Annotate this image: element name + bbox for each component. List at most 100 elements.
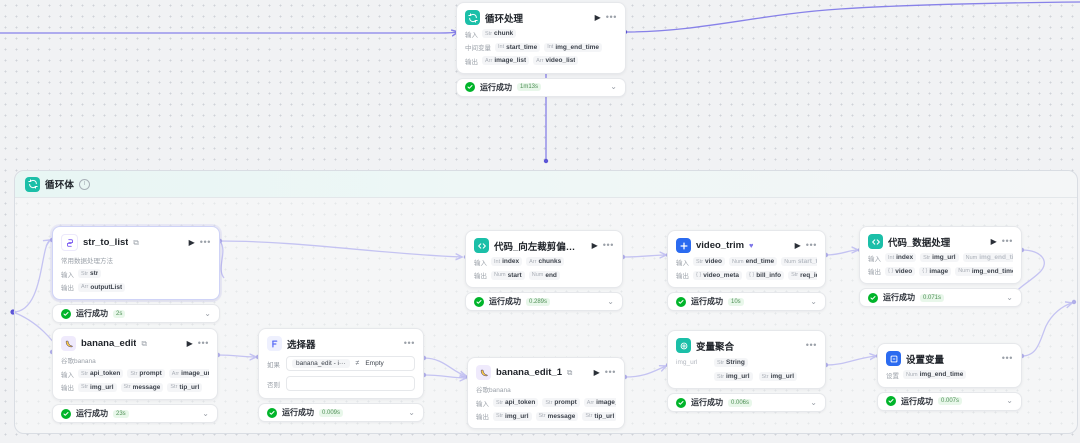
status-duration: 0.071s [920,293,945,302]
success-icon [886,396,896,406]
chevron-down-icon[interactable]: ⌄ [1006,292,1013,302]
io-label: 输出 [465,58,478,66]
chevron-down-icon[interactable]: ⌄ [607,296,614,306]
node-card[interactable]: 选择器 ••• 如果 banana_edit - i··· ≠ Empty 否则 [258,328,424,399]
play-icon[interactable]: ▶ [593,367,600,377]
if-icon [267,336,282,351]
node-status-bar[interactable]: 运行成功 2s ⌄ [52,304,220,323]
copy-icon[interactable]: ⧉ [567,367,573,377]
copy-icon[interactable]: ⧉ [133,237,139,247]
node-status-bar[interactable]: 运行成功 0.009s ⌄ [258,403,424,422]
status-duration: 0.289s [526,297,551,306]
condition-box[interactable]: banana_edit - i··· ≠ Empty [286,356,415,371]
else-label: 否则 [267,381,280,389]
more-icon[interactable]: ••• [197,338,209,348]
io-label: 输出 [474,273,487,280]
more-icon[interactable]: ••• [605,12,617,22]
more-icon[interactable]: ••• [199,237,211,247]
more-icon[interactable]: ••• [805,240,817,250]
node-status-bar[interactable]: 运行成功 10s ⌄ [667,292,826,311]
chevron-down-icon[interactable]: ⌄ [202,408,209,418]
play-icon[interactable]: ▶ [594,12,601,22]
node-header: banana_edit_1 ⧉ ▶ ••• [476,365,616,380]
chevron-down-icon[interactable]: ⌄ [204,308,211,318]
node-header: 代码_数据处理 ▶ ••• [868,234,1013,249]
play-icon[interactable]: ▶ [591,240,598,250]
node-status-bar[interactable]: 运行成功 0.071s ⌄ [859,288,1022,307]
more-icon[interactable]: ••• [1001,236,1013,246]
if-label: 如果 [267,361,280,369]
node-status-bar[interactable]: 运行成功 0.289s ⌄ [465,292,623,311]
else-box[interactable] [286,376,415,391]
chevron-down-icon[interactable]: ⌄ [810,397,817,407]
node-status-bar[interactable]: 运行成功 1m13s ⌄ [456,77,626,97]
status-label: 运行成功 [76,409,108,418]
node-description: 常用数据处理方法 [61,258,113,265]
chevron-down-icon[interactable]: ⌄ [810,296,817,306]
io-label: 设置 [886,372,899,380]
more-icon[interactable]: ••• [403,338,415,348]
more-icon[interactable]: ••• [602,240,614,250]
code-py-icon [61,234,78,251]
chevron-down-icon[interactable]: ⌄ [1006,396,1013,405]
play-icon[interactable]: ▶ [990,236,997,246]
play-icon[interactable]: ▶ [794,240,801,250]
heart-icon[interactable]: ♥ [749,241,754,250]
more-icon[interactable]: ••• [805,340,817,350]
status-label: 运行成功 [76,309,108,318]
io-chip: { }image [919,266,952,276]
chevron-down-icon[interactable]: ⌄ [408,407,415,417]
node-status-bar[interactable]: 运行成功 0.006s ⌄ [667,393,826,412]
success-icon [676,397,686,408]
chevron-down-icon[interactable]: ⌄ [610,82,617,91]
play-icon[interactable]: ▶ [188,237,195,247]
status-label: 运行成功 [691,297,723,306]
node-status-bar[interactable]: 运行成功 0.007s ⌄ [877,391,1022,411]
info-icon[interactable]: i [79,178,91,190]
status-duration: 1m13s [517,83,542,91]
more-icon[interactable]: ••• [1001,353,1013,363]
node-header: 变量聚合 ••• [676,338,817,353]
condition-value: Empty [365,360,384,367]
node-title: video_trim [696,240,745,251]
io-chip: { }video_meta [693,270,742,280]
setvar-icon [886,351,901,366]
more-icon[interactable]: ••• [604,367,616,377]
node-selector[interactable]: 选择器 ••• 如果 banana_edit - i··· ≠ Empty 否则… [258,328,424,422]
node-status-bar[interactable]: 运行成功 23s ⌄ [52,404,218,423]
success-icon [465,82,475,92]
copy-icon[interactable]: ⧉ [141,338,147,348]
node-header: 代码_向左裁剪偏移量 ▶ ••• [474,238,614,253]
play-icon[interactable]: ▶ [186,338,193,348]
node-header: str_to_list ⧉ ▶ ••• [61,234,211,251]
